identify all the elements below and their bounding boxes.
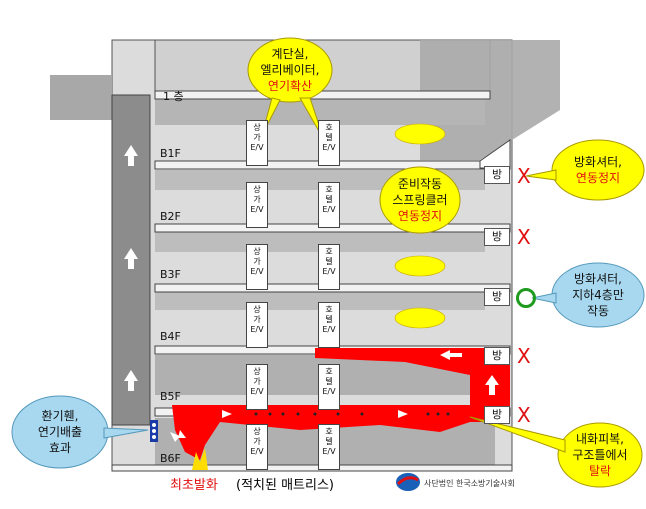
smoke-b3 (155, 232, 485, 252)
fire-b5-left-arrow (440, 350, 462, 360)
shutter-ok-mark-b3 (516, 288, 536, 308)
bubble-finish: 내화피복, 구조틀에서 탈락 (572, 432, 628, 478)
shutter-fail-mark-b2: X (517, 225, 531, 249)
floor-label-b3: B3F (160, 268, 181, 281)
floor-label-b5: B5F (160, 390, 181, 403)
floor-label-b2: B2F (160, 210, 181, 223)
shutter-badge-b3: 방 (484, 288, 510, 306)
exterior-smoke-left (50, 75, 112, 120)
bubble-shutter-stop-shape (551, 139, 645, 201)
vent-arrow (170, 432, 180, 442)
fire-b6 (172, 405, 510, 460)
stair-corner (479, 139, 511, 169)
matrix-caption: (적치된 매트리스) (236, 478, 334, 493)
shutter-badge-b4: 방 (484, 347, 510, 365)
shutter-badge-b5: 방 (484, 406, 510, 424)
floor-label-b4: B4F (160, 330, 181, 343)
bubble-sprinkler: 준비작동 스프링클러 연동정지 (392, 177, 448, 223)
floor-label-1f: 1 층 (163, 90, 184, 103)
shutter-badge-b1: 방 (484, 166, 510, 184)
bubble-shutter-b4: 방화셔터, 지하4층만 작동 (572, 272, 624, 318)
exterior-smoke-right (420, 40, 560, 160)
fire-b5 (315, 348, 510, 405)
bubble-vent: 환기휀, 연기배출 효과 (37, 409, 83, 455)
shaft-arrows (124, 145, 138, 391)
origin-caption: 최초발화 (170, 478, 218, 493)
org-name: 사단법인 한국소방기술사회 (424, 479, 515, 488)
fire-b5-up-arrow (485, 375, 499, 395)
floor-label-b1: B1F (160, 147, 181, 160)
smoke-b4 (155, 292, 485, 310)
bubble-sprinkler-shape (379, 166, 461, 234)
bubble-stairs-shape (247, 37, 333, 103)
bubble-finish-shape (557, 422, 643, 488)
bubble-stairs: 계단실, 엘리베이터, 연기확산 (260, 47, 320, 93)
shutter-fail-mark-b1: X (517, 164, 531, 188)
origin-flame (192, 448, 208, 470)
shutter-fail-mark-b5: X (517, 403, 531, 427)
shutter-fail-mark-b4: X (517, 344, 531, 368)
bubble-shutter-stop: 방화셔터, 연동정지 (574, 155, 622, 185)
floor-label-b6: B6F (160, 452, 181, 465)
fire-b6-dots (254, 412, 450, 416)
shutter-badge-b2: 방 (484, 228, 510, 246)
